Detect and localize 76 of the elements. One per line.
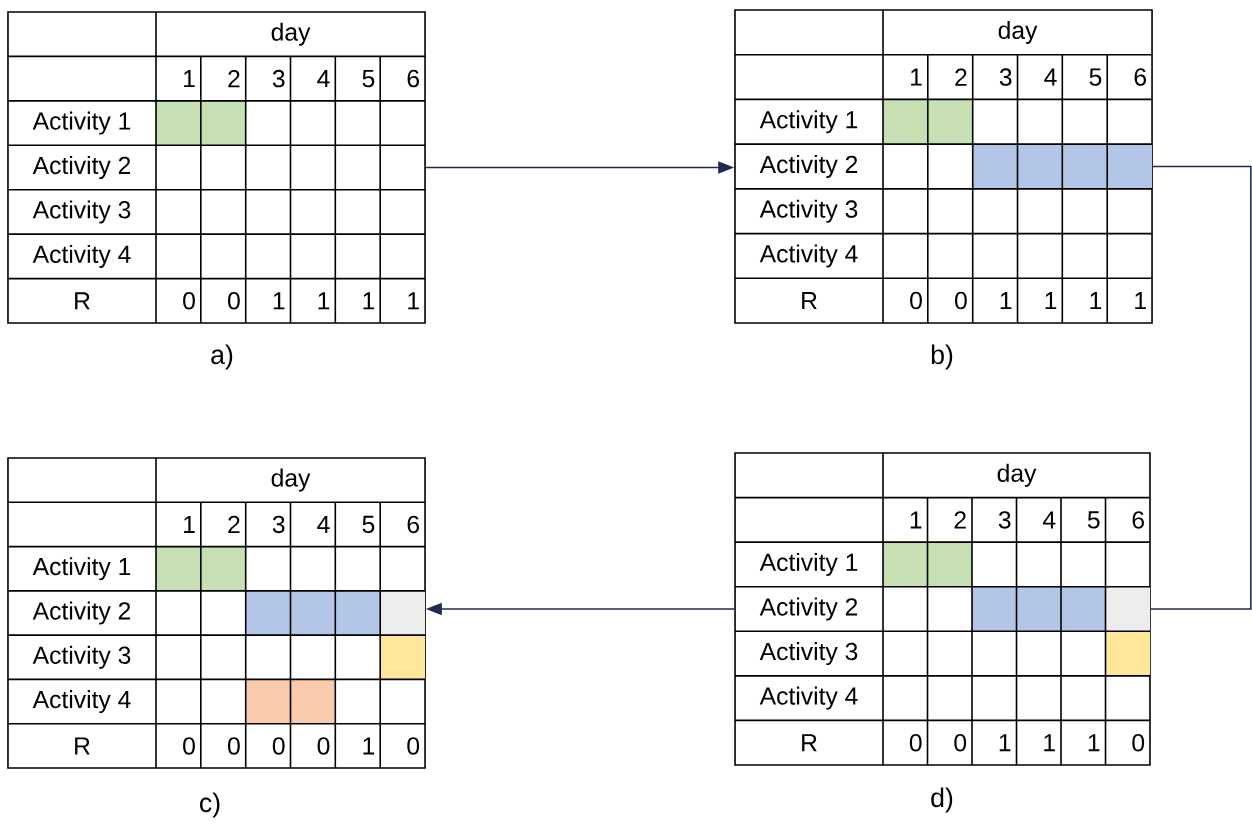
resource-value: 1 — [1135, 292, 1146, 310]
row-label: R — [75, 292, 90, 310]
panel-label: b) — [931, 344, 953, 370]
column-header: day — [271, 22, 311, 46]
activity-label: Activity 1 — [759, 552, 858, 576]
resource-value: 1 — [1088, 734, 1100, 752]
day-number: 6 — [1134, 68, 1146, 86]
day-number: 5 — [1089, 68, 1102, 86]
activity-label: Activity 3 — [32, 645, 131, 669]
panel-label: d) — [931, 787, 953, 813]
day-number: 3 — [998, 511, 1011, 529]
resource-value: 0 — [910, 291, 922, 310]
resource-value: 0 — [407, 737, 420, 755]
activity-label: Activity 3 — [759, 199, 858, 223]
day-number: 4 — [1044, 68, 1057, 86]
day-number: 6 — [1132, 511, 1144, 529]
activity-label: Activity 2 — [759, 155, 858, 178]
resource-value: 1 — [408, 292, 419, 310]
day-number: 1 — [184, 70, 195, 88]
resource-value: 1 — [1045, 292, 1057, 310]
activity-label: Activity 2 — [759, 597, 858, 621]
day-number: 6 — [407, 69, 419, 88]
activity-label: Activity 4 — [32, 244, 131, 268]
activity-label: Activity 1 — [32, 111, 131, 135]
activity-label: Activity 4 — [32, 690, 131, 714]
activity-label: Activity 4 — [759, 244, 858, 268]
day-number: 5 — [362, 70, 375, 88]
day-number: 3 — [272, 515, 285, 534]
day-number: 5 — [1087, 511, 1100, 529]
activity-label: Activity 3 — [759, 642, 858, 666]
activity-label: Activity 4 — [759, 686, 858, 710]
panel-label: c) — [200, 792, 220, 818]
row-label: R — [75, 737, 90, 755]
column-header: day — [271, 468, 311, 492]
day-number: 4 — [1042, 511, 1056, 529]
resource-value: 1 — [273, 292, 285, 310]
resource-value: 0 — [909, 733, 922, 752]
column-header: day — [997, 463, 1037, 487]
day-number: 3 — [999, 68, 1012, 86]
day-number: 4 — [317, 70, 330, 88]
resource-value: 1 — [318, 292, 330, 310]
day-number: 5 — [362, 515, 375, 533]
panel-label: a) — [211, 344, 233, 370]
resource-value: 0 — [954, 733, 967, 752]
resource-value: 1 — [363, 737, 375, 755]
day-number: 4 — [317, 515, 330, 533]
activity-label: Activity 2 — [32, 601, 131, 625]
day-number: 2 — [228, 70, 240, 88]
column-header: day — [998, 20, 1038, 44]
resource-value: 0 — [1132, 733, 1145, 752]
resource-value: 0 — [955, 291, 967, 310]
activity-label: Activity 1 — [759, 110, 858, 134]
day-number: 1 — [184, 515, 195, 533]
resource-value: 1 — [1000, 292, 1012, 310]
day-number: 1 — [910, 511, 922, 529]
day-number: 2 — [954, 511, 966, 529]
activity-label: Activity 1 — [32, 557, 131, 581]
resource-value: 0 — [228, 292, 240, 310]
resource-value: 0 — [183, 292, 195, 310]
row-label: R — [802, 292, 817, 310]
resource-value: 1 — [363, 292, 375, 310]
resource-value: 1 — [999, 734, 1011, 752]
day-number: 6 — [407, 515, 419, 534]
row-label: R — [802, 734, 817, 752]
resource-value: 0 — [317, 737, 330, 755]
resource-value: 0 — [228, 737, 240, 755]
resource-value: 0 — [272, 737, 285, 755]
activity-label: Activity 2 — [32, 156, 131, 179]
day-number: 1 — [911, 68, 922, 86]
resource-value: 1 — [1090, 292, 1102, 310]
day-number: 2 — [228, 515, 240, 533]
day-number: 3 — [272, 69, 285, 88]
day-number: 2 — [955, 68, 967, 86]
resource-value: 0 — [183, 737, 195, 755]
resource-value: 1 — [1044, 734, 1055, 752]
activity-label: Activity 3 — [32, 200, 131, 224]
